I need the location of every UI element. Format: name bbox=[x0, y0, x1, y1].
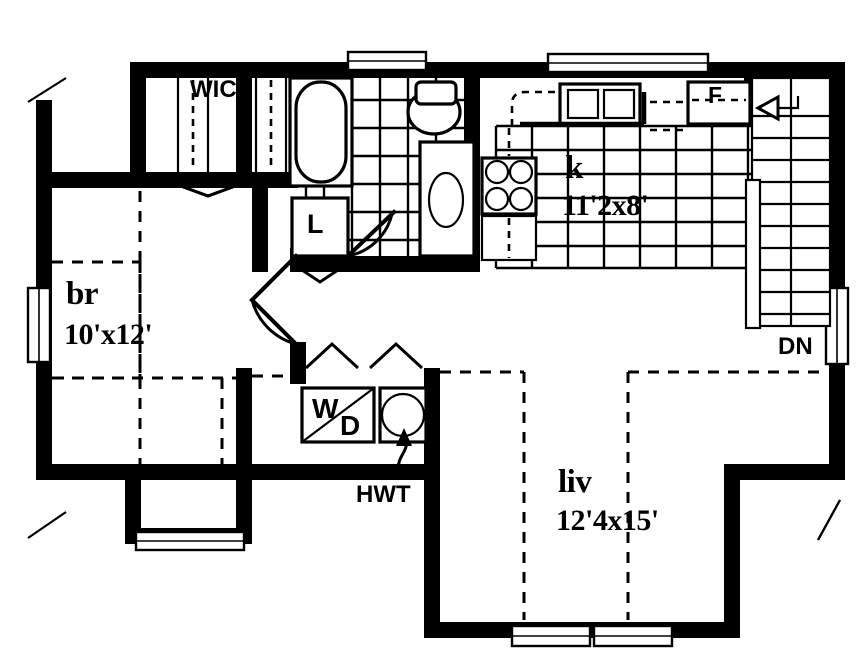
door-bedroom-group bbox=[249, 253, 299, 347]
stair-treads bbox=[752, 78, 830, 326]
stairs-direction-arrow bbox=[754, 94, 800, 122]
burner-tr bbox=[508, 159, 534, 185]
windows-group bbox=[26, 50, 850, 648]
room-name-kitchen: k bbox=[565, 150, 583, 186]
door-bathroom bbox=[347, 213, 394, 258]
linen-closet bbox=[290, 196, 350, 284]
bifold-linen bbox=[295, 264, 345, 284]
refrigerator bbox=[686, 80, 752, 126]
burner-br bbox=[508, 186, 534, 212]
label-linen-closet: L bbox=[307, 209, 324, 239]
label-hwt: HWT bbox=[356, 481, 411, 508]
wic-closet bbox=[169, 78, 288, 198]
burner-bl bbox=[484, 186, 510, 212]
hot-water-tank bbox=[380, 392, 426, 438]
label-washer: W bbox=[312, 393, 339, 424]
bifold-laundry-left bbox=[304, 341, 360, 370]
stair-handrail bbox=[744, 178, 762, 330]
kitchen-group bbox=[480, 80, 782, 270]
bathtub bbox=[294, 80, 348, 184]
upper-cabinet-outline bbox=[510, 90, 560, 126]
label-wic: WIC bbox=[190, 76, 237, 103]
stairs-group bbox=[744, 76, 832, 330]
bathroom-group bbox=[288, 76, 476, 259]
burner-tl bbox=[484, 159, 510, 185]
label-stairs-down: DN bbox=[778, 333, 813, 360]
linen-closet-box bbox=[290, 196, 350, 258]
door-bedroom-swing bbox=[250, 299, 297, 346]
living-corner-tick bbox=[817, 499, 841, 541]
room-dimension-living: 12'4x15' bbox=[556, 504, 659, 537]
bedroom-dashed-guides bbox=[52, 190, 236, 466]
laundry-group bbox=[300, 341, 428, 471]
label-refrigerator: F bbox=[708, 82, 723, 108]
room-name-bedroom: br bbox=[66, 276, 99, 312]
bathroom-sink bbox=[427, 171, 465, 229]
room-name-living: liv bbox=[558, 464, 592, 500]
room-dimension-kitchen: 11'2x8' bbox=[562, 189, 649, 222]
room-dimension-bedroom: 10'x12' bbox=[64, 318, 153, 351]
label-dryer: D bbox=[340, 410, 361, 441]
living-dashed-guides bbox=[252, 370, 828, 620]
toilet bbox=[406, 80, 462, 136]
bifold-laundry-right bbox=[368, 341, 424, 370]
